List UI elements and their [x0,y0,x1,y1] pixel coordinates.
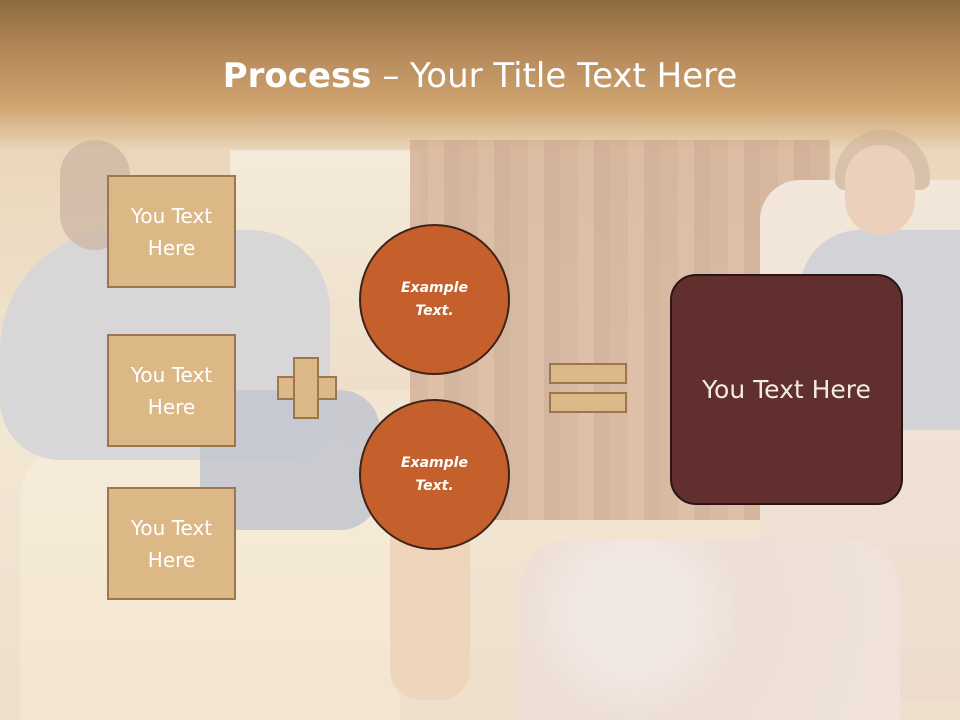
photo-right-face [845,145,915,235]
input-box-1[interactable]: You Text Here [107,175,236,288]
slide-title[interactable]: Process – Your Title Text Here [0,54,960,98]
equals-bar-top [549,363,627,384]
title-bold: Process [222,56,372,96]
input-box-label: You Text Here [130,515,213,572]
result-label: You Text Here [702,374,871,404]
input-box-3[interactable]: You Text Here [107,487,236,600]
example-circle-2[interactable]: Example Text. [359,399,510,550]
example-circle-1[interactable]: Example Text. [359,224,510,375]
input-box-label: You Text Here [130,362,213,419]
title-rest: – Your Title Text Here [371,56,738,96]
photo-ottoman [520,540,900,720]
plus-center [295,378,317,398]
input-box-label: You Text Here [130,203,213,260]
circle-label: Example Text. [401,454,468,494]
result-box[interactable]: You Text Here [670,274,903,505]
title-band [0,0,960,150]
circle-label: Example Text. [401,279,468,319]
equals-bar-bottom [549,392,627,413]
input-box-2[interactable]: You Text Here [107,334,236,447]
